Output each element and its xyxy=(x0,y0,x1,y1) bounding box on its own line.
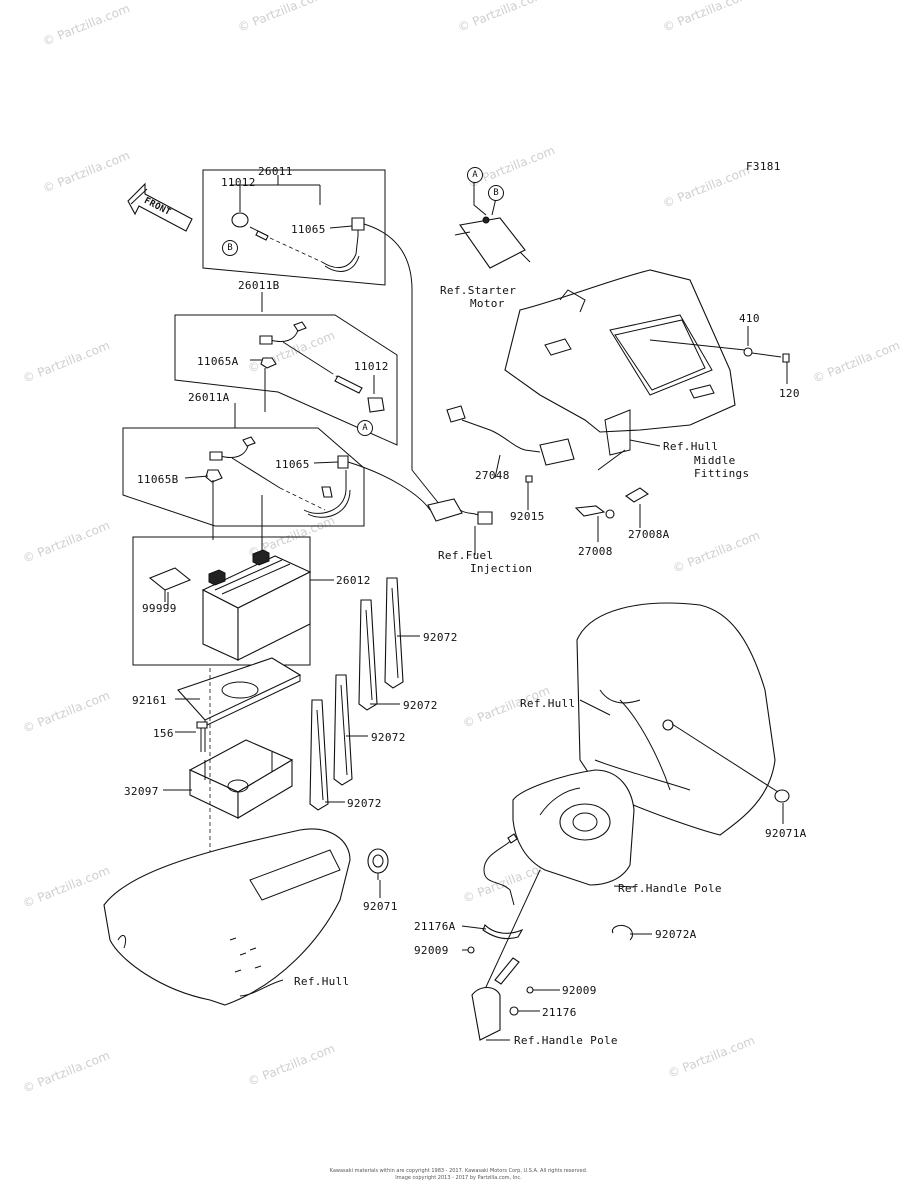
ref-label: Ref.Handle Pole xyxy=(618,882,722,895)
ref-label: Motor xyxy=(470,297,505,310)
part-label: 26011 xyxy=(258,165,293,178)
part-label: 26012 xyxy=(336,574,371,587)
ref-label: Fittings xyxy=(694,467,750,480)
part-label: 11065B xyxy=(137,473,179,486)
part-label: 27008A xyxy=(628,528,670,541)
part-label: 11065A xyxy=(197,355,239,368)
ref-label: Ref.Fuel xyxy=(438,549,494,562)
part-label: 92009 xyxy=(562,984,597,997)
part-label: 156 xyxy=(153,727,174,740)
copyright-line: Kawasaki materials within are copyright … xyxy=(329,1168,588,1174)
part-label: 92072 xyxy=(347,797,382,810)
part-label: 92071 xyxy=(363,900,398,913)
callout-b-top: B xyxy=(488,185,504,201)
ref-label: Ref.Starter xyxy=(440,284,517,297)
part-label: 11012 xyxy=(221,176,256,189)
part-label: 26011B xyxy=(238,279,280,292)
ref-label: Ref.Hull xyxy=(294,975,350,988)
part-label: 99999 xyxy=(142,602,177,615)
callout-b-left: B xyxy=(222,240,238,256)
part-label: 92072A xyxy=(655,928,697,941)
part-label: 21176A xyxy=(414,920,456,933)
part-label: 32097 xyxy=(124,785,159,798)
part-label: 92072 xyxy=(423,631,458,644)
ref-label: Middle xyxy=(694,454,736,467)
front-arrow-icon xyxy=(127,182,193,232)
part-label: 21176 xyxy=(542,1006,577,1019)
part-label: 92009 xyxy=(414,944,449,957)
starter-motor-icon xyxy=(454,216,531,269)
part-label: 92015 xyxy=(510,510,545,523)
part-label: 27008 xyxy=(578,545,613,558)
part-label: 92071A xyxy=(765,827,807,840)
figure-code: F3181 xyxy=(746,160,781,173)
part-label: 410 xyxy=(739,312,760,325)
part-label: 11065 xyxy=(275,458,310,471)
callout-a-mid: A xyxy=(357,420,373,436)
part-label: 27048 xyxy=(475,469,510,482)
part-label: 92072 xyxy=(371,731,406,744)
part-label: 120 xyxy=(779,387,800,400)
copyright-line: Image copyright 2013 - 2017 by Partzilla… xyxy=(395,1175,522,1181)
part-label: 92161 xyxy=(132,694,167,707)
part-label: 92072 xyxy=(403,699,438,712)
part-label: 11012 xyxy=(354,360,389,373)
ref-label: Ref.Hull xyxy=(663,440,719,453)
part-label: 11065 xyxy=(291,223,326,236)
ref-label: Injection xyxy=(470,562,533,575)
callout-a-top: A xyxy=(467,167,483,183)
ref-label: Ref.Handle Pole xyxy=(514,1034,618,1047)
ref-label: Ref.Hull xyxy=(520,697,576,710)
battery-icon xyxy=(201,549,312,661)
part-label: 26011A xyxy=(188,391,230,404)
